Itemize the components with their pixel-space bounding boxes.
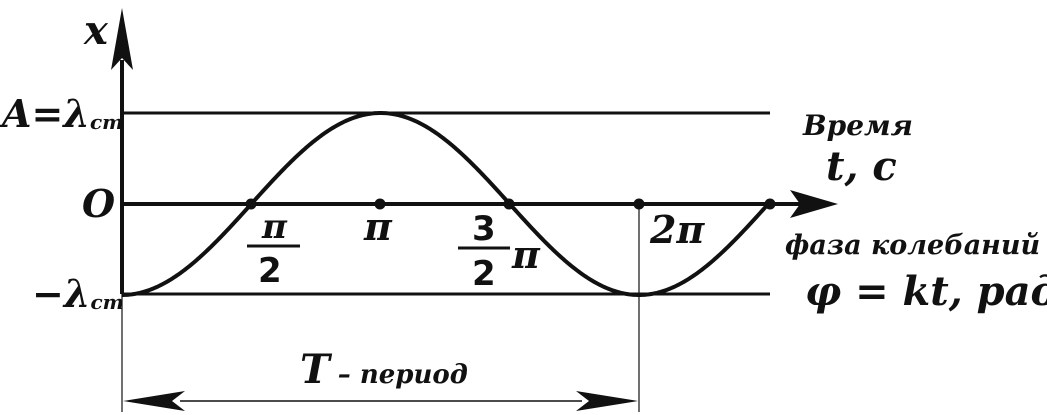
- period-label: T– период: [300, 346, 468, 393]
- half-pi-denominator: 2: [258, 251, 282, 291]
- point-pi: [374, 198, 386, 210]
- period-arrow-right: [576, 391, 638, 411]
- oscillation-curve: [121, 110, 770, 298]
- three-half-denominator: 2: [472, 254, 496, 294]
- point-three-half-pi: [503, 198, 515, 210]
- neg-amplitude-label: −λст: [32, 271, 124, 316]
- x-axis-arrow: [111, 8, 133, 70]
- point-end: [764, 198, 776, 210]
- three-half-pi-symbol: π: [511, 232, 541, 277]
- period-arrow-left: [123, 391, 185, 411]
- two-pi-label: 2π: [649, 207, 705, 252]
- phase-title: фаза колебаний: [785, 230, 1040, 261]
- pi-label: π: [363, 204, 393, 249]
- three-half-numerator: 3: [472, 209, 496, 249]
- x-axis-label: x: [83, 7, 109, 54]
- phase-formula: φ = kt, рад: [805, 268, 1047, 315]
- amplitude-label: A=λст: [0, 91, 123, 136]
- origin-label: O: [82, 181, 115, 226]
- point-half-pi: [245, 198, 257, 210]
- time-title: Время: [802, 109, 913, 142]
- time-unit: t, c: [826, 143, 897, 190]
- time-axis-arrow: [790, 190, 838, 218]
- half-pi-numerator: π: [261, 207, 288, 247]
